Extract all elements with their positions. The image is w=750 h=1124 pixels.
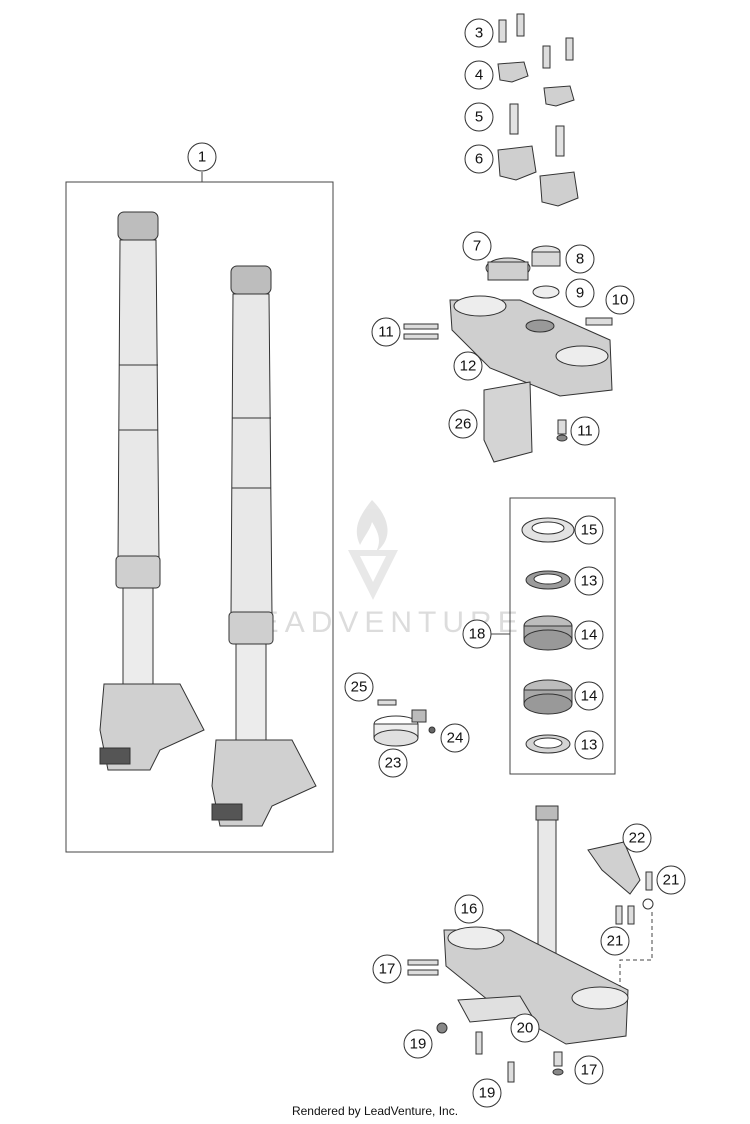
svg-text:5: 5 — [475, 109, 483, 126]
svg-text:19: 19 — [410, 1036, 427, 1053]
callout-5[interactable]: 5 — [464, 102, 494, 132]
callout-14-a[interactable]: 14 — [574, 620, 604, 650]
callout-16[interactable]: 16 — [454, 894, 484, 924]
callout-4[interactable]: 4 — [464, 60, 494, 90]
svg-text:24: 24 — [447, 730, 464, 747]
callout-21-b[interactable]: 21 — [600, 926, 630, 956]
bolt-11-small — [556, 419, 568, 442]
cap-7 — [485, 257, 531, 281]
svg-text:14: 14 — [581, 627, 598, 644]
svg-text:13: 13 — [581, 573, 598, 590]
svg-text:22: 22 — [629, 830, 646, 847]
fork-leg-left — [99, 211, 205, 771]
svg-text:25: 25 — [351, 679, 368, 696]
nut-8 — [531, 245, 561, 267]
svg-text:12: 12 — [460, 358, 477, 375]
callout-11-top[interactable]: 11 — [371, 317, 401, 347]
callout-13-b[interactable]: 13 — [574, 730, 604, 760]
clamp-6 — [497, 145, 579, 207]
svg-text:18: 18 — [469, 626, 486, 643]
callout-3[interactable]: 3 — [464, 18, 494, 48]
callout-17-a[interactable]: 17 — [372, 954, 402, 984]
callout-23[interactable]: 23 — [378, 748, 408, 778]
svg-text:26: 26 — [455, 416, 472, 433]
leader-line-21 — [619, 912, 653, 1000]
svg-text:11: 11 — [577, 423, 593, 440]
callout-8[interactable]: 8 — [565, 244, 595, 274]
svg-text:17: 17 — [379, 961, 396, 978]
svg-text:6: 6 — [475, 151, 483, 168]
callout-7[interactable]: 7 — [462, 231, 492, 261]
svg-text:8: 8 — [576, 251, 584, 268]
svg-text:3: 3 — [475, 25, 483, 42]
svg-text:23: 23 — [385, 755, 402, 772]
steering-stem — [535, 805, 559, 961]
callout-21-a[interactable]: 21 — [656, 865, 686, 895]
callout-25[interactable]: 25 — [344, 672, 374, 702]
fork-leg-right — [211, 265, 317, 827]
footer-credit: Rendered by LeadVenture, Inc. — [291, 1104, 459, 1118]
callout-1[interactable]: 1 — [187, 142, 217, 172]
watermark: LEADVENTURE — [236, 500, 518, 639]
bolts-19 — [436, 1022, 515, 1083]
nut-24 — [428, 726, 436, 734]
seal-15 — [521, 517, 575, 543]
callout-17-b[interactable]: 17 — [574, 1055, 604, 1085]
svg-text:21: 21 — [607, 933, 624, 950]
callout-11-bottom[interactable]: 11 — [570, 416, 600, 446]
svg-text:4: 4 — [475, 67, 483, 84]
svg-text:9: 9 — [576, 285, 584, 302]
svg-text:19: 19 — [479, 1085, 496, 1102]
svg-text:20: 20 — [517, 1020, 534, 1037]
callout-22[interactable]: 22 — [622, 823, 652, 853]
bolts-21 — [615, 871, 653, 925]
bolts-17-side — [407, 959, 439, 976]
svg-text:7: 7 — [473, 238, 481, 255]
bearing-14-b — [523, 679, 573, 715]
svg-text:1: 1 — [198, 149, 206, 166]
bolts-5 — [509, 103, 565, 157]
cover-26 — [483, 381, 533, 463]
svg-text:13: 13 — [581, 737, 598, 754]
svg-text:14: 14 — [581, 688, 598, 705]
callout-13-a[interactable]: 13 — [574, 566, 604, 596]
callout-10[interactable]: 10 — [605, 285, 635, 315]
callout-6[interactable]: 6 — [464, 144, 494, 174]
callout-12[interactable]: 12 — [453, 351, 483, 381]
callout-9[interactable]: 9 — [565, 278, 595, 308]
upper-triple-clamp-12 — [449, 295, 613, 397]
fork-kit-frame — [65, 181, 334, 853]
callout-20[interactable]: 20 — [510, 1013, 540, 1043]
svg-text:11: 11 — [378, 324, 394, 341]
washer-9 — [532, 285, 560, 299]
bearing-kit-frame — [509, 497, 616, 775]
callout-26[interactable]: 26 — [448, 409, 478, 439]
watermark-v-icon — [348, 550, 398, 600]
lower-triple-clamp-16 — [443, 926, 629, 1045]
callout-19-b[interactable]: 19 — [472, 1078, 502, 1108]
watermark-flame-icon — [356, 500, 388, 552]
callout-18[interactable]: 18 — [462, 619, 492, 649]
bolts-3 — [498, 13, 574, 69]
clamp-4 — [497, 61, 575, 107]
callout-14-b[interactable]: 14 — [574, 681, 604, 711]
callout-24[interactable]: 24 — [440, 723, 470, 753]
svg-text:17: 17 — [581, 1062, 598, 1079]
callout-19-a[interactable]: 19 — [403, 1029, 433, 1059]
callout-15[interactable]: 15 — [574, 515, 604, 545]
svg-text:15: 15 — [581, 522, 598, 539]
ring-13-b — [525, 734, 571, 754]
bolts-11-top — [403, 323, 439, 340]
ring-13-a — [525, 570, 571, 590]
bolt-10 — [585, 317, 613, 326]
bolt-17-bottom — [552, 1051, 564, 1076]
svg-text:16: 16 — [461, 901, 478, 918]
bearing-14-a — [523, 615, 573, 651]
svg-text:10: 10 — [612, 292, 629, 309]
bolt-25 — [377, 699, 397, 706]
svg-text:21: 21 — [663, 872, 680, 889]
steering-damper-22 — [587, 841, 654, 910]
clamp-ring-23 — [373, 709, 427, 747]
